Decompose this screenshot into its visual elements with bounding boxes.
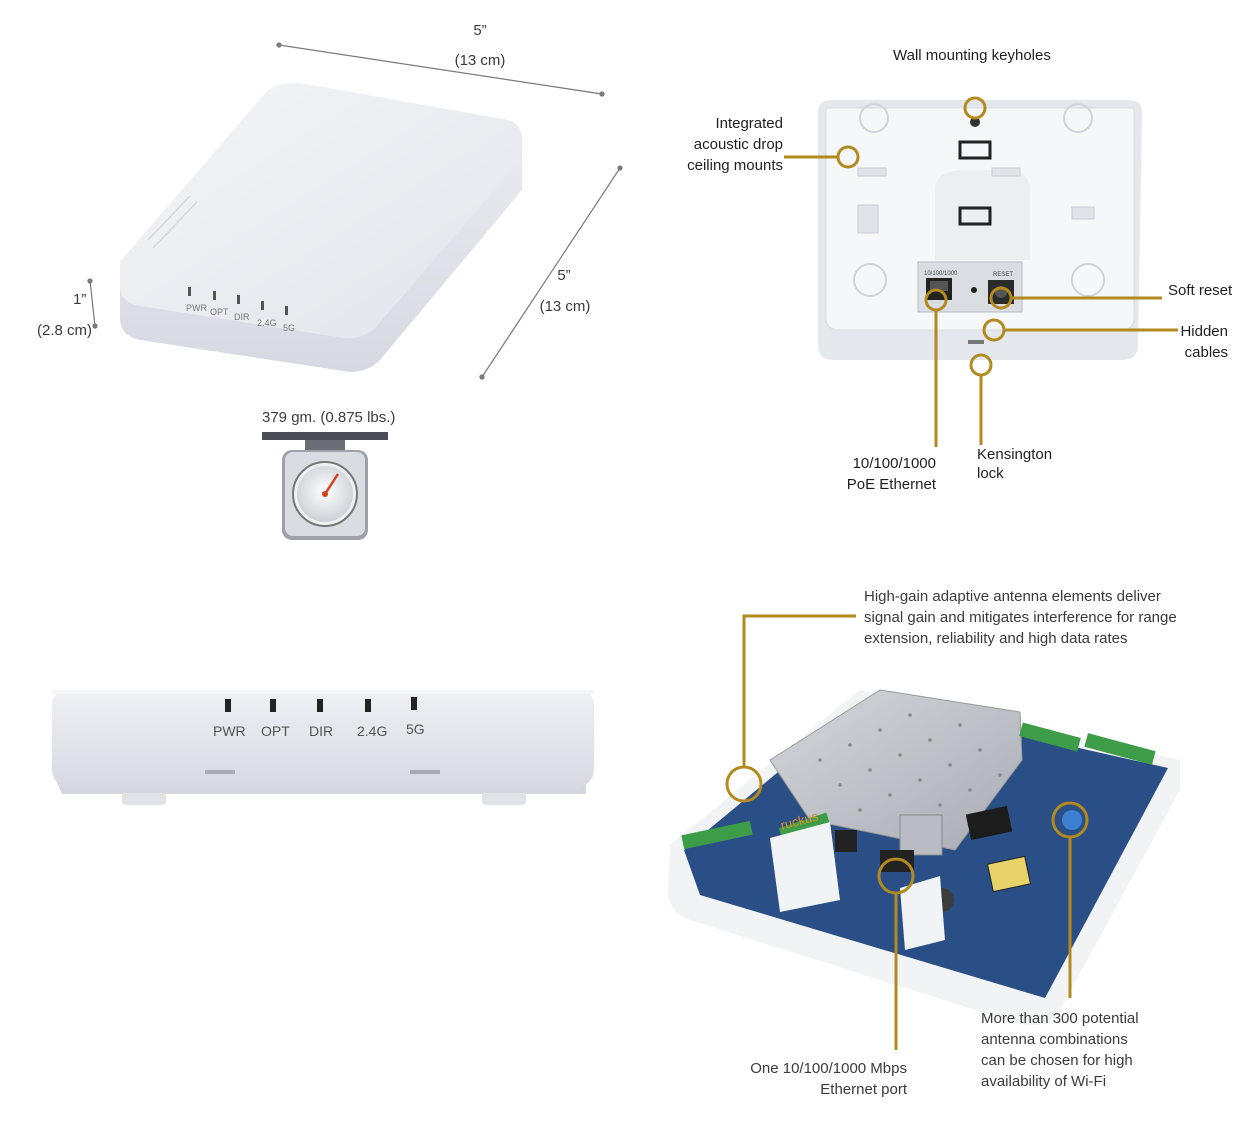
- access-point-front-view: [119, 82, 523, 372]
- callout-kensington: Kensington lock: [977, 446, 1053, 482]
- dimension-lines: [87, 42, 623, 380]
- side-led-label-dir: DIR: [309, 723, 334, 739]
- callout-antenna-combinations: More than 300 potential antenna combinat…: [981, 1010, 1139, 1090]
- led-pwr: [188, 287, 191, 296]
- depth-inches-label: 5”: [557, 267, 571, 284]
- side-led-label-5g: 5G: [406, 721, 425, 737]
- width-cm-label: (13 cm): [454, 52, 506, 69]
- back-callout-lines: [784, 96, 1178, 447]
- side-led-label-24g: 2.4G: [357, 723, 388, 739]
- front-led-label-24g: 2.4G: [257, 318, 277, 328]
- access-point-back-view: [818, 100, 1142, 360]
- callout-soft-reset: Soft reset: [1168, 282, 1233, 299]
- side-led-label-pwr: PWR: [213, 723, 246, 739]
- led-dir: [237, 295, 240, 304]
- height-inches-label: 1”: [73, 291, 87, 308]
- callout-ethernet-port: One 10/100/1000 Mbps Ethernet port: [750, 1060, 907, 1098]
- callout-hidden-cables: Hidden cables: [1180, 323, 1228, 361]
- port-print: 10/100/1000: [924, 271, 958, 277]
- led-24g: [261, 301, 264, 310]
- reset-print: RESET: [993, 272, 1014, 278]
- led-5g: [285, 306, 288, 315]
- weight-label: 379 gm. (0.875 lbs.): [262, 409, 396, 426]
- side-led-label-opt: OPT: [261, 723, 290, 739]
- height-cm-label: (2.8 cm): [37, 322, 93, 339]
- led-opt: [213, 291, 216, 300]
- width-inches-label: 5”: [473, 22, 487, 39]
- callout-ceiling-mount: Integrated acoustic drop ceiling mounts: [687, 115, 783, 174]
- callout-wall-mount: Wall mounting keyholes: [893, 47, 1051, 64]
- callout-antenna: High-gain adaptive antenna elements deli…: [864, 588, 1177, 647]
- front-led-label-5g: 5G: [283, 323, 296, 333]
- access-point-internals: [668, 689, 1180, 1026]
- scale-icon: [262, 432, 388, 540]
- callout-ethernet: 10/100/1000 PoE Ethernet: [846, 455, 936, 493]
- front-led-label-dir: DIR: [234, 312, 250, 322]
- access-point-side-view: [52, 690, 594, 805]
- depth-cm-label: (13 cm): [539, 298, 591, 315]
- front-led-label-opt: OPT: [210, 307, 229, 317]
- internals-callout-lines: [725, 614, 1089, 1050]
- front-led-label-pwr: PWR: [186, 303, 207, 313]
